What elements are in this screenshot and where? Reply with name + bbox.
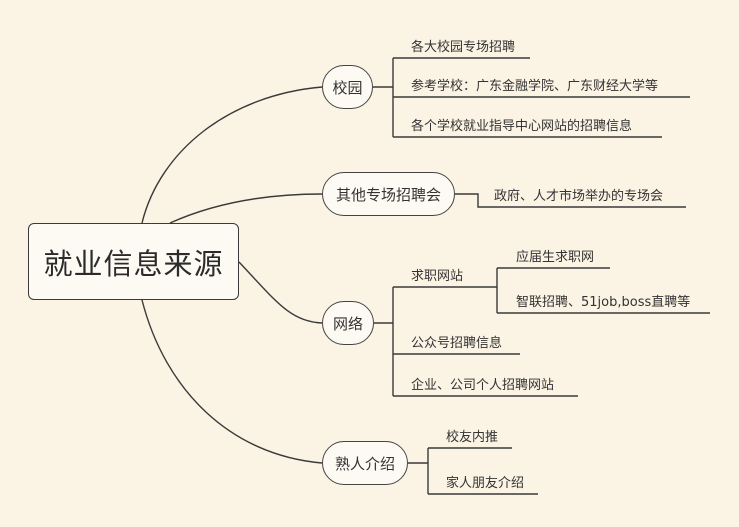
connector-jobsite	[476, 267, 710, 314]
connector-root-referral	[141, 299, 323, 464]
branch-campus[interactable]: 校园	[322, 65, 373, 109]
leaf-campus-recruitment[interactable]: 各大校园专场招聘	[411, 40, 516, 55]
leaf-government-fairs[interactable]: 政府、人才市场举办的专场会	[494, 189, 664, 204]
leaf-family-friends[interactable]: 家人朋友介绍	[446, 476, 525, 491]
leaf-school-career-sites[interactable]: 各个学校就业指导中心网站的招聘信息	[411, 119, 633, 134]
branch-referral[interactable]: 熟人介绍	[322, 441, 408, 485]
connector-root-jobfair	[169, 193, 323, 224]
leaf-company-sites[interactable]: 企业、公司个人招聘网站	[411, 378, 555, 393]
leaf-job-sites[interactable]: 求职网站	[411, 269, 464, 284]
connector-referral	[408, 447, 538, 495]
connector-jobfair	[455, 193, 686, 208]
branch-job-fair[interactable]: 其他专场招聘会	[322, 172, 455, 216]
connector-root-network	[238, 261, 323, 324]
connector-campus	[373, 57, 690, 138]
leaf-zhaopin-51job-boss[interactable]: 智联招聘、51job,boss直聘等	[516, 295, 691, 310]
leaf-graduate-job-site[interactable]: 应届生求职网	[516, 250, 595, 265]
connector-root-campus	[141, 86, 323, 224]
connector-network	[374, 286, 578, 397]
branch-network[interactable]: 网络	[322, 301, 374, 345]
leaf-wechat-accounts[interactable]: 公众号招聘信息	[411, 336, 503, 351]
leaf-alumni-referral[interactable]: 校友内推	[446, 430, 499, 445]
root-node[interactable]: 就业信息来源	[28, 223, 239, 300]
leaf-reference-schools[interactable]: 参考学校：广东金融学院、广东财经大学等	[411, 79, 659, 94]
